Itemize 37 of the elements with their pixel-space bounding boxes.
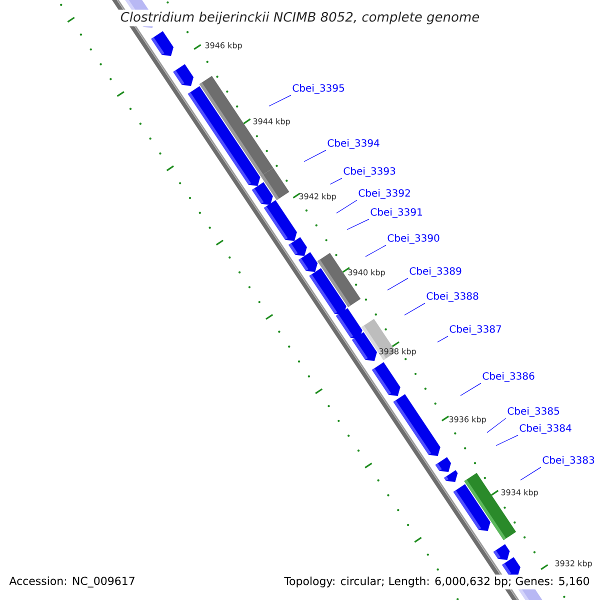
leader-line (365, 244, 386, 257)
leader-line (486, 418, 506, 433)
gene-label: Cbei_3389 (410, 267, 462, 277)
gene-label: Cbei_3395 (292, 84, 344, 94)
scale-label: 3946 kbp (205, 42, 242, 50)
gene-label: Cbei_3391 (370, 208, 422, 218)
gene-label: Cbei_3390 (388, 234, 440, 244)
genome-info-text: Topology: circular; Length: 6,000,632 bp; Genes: 5,160 (282, 574, 592, 590)
scale-label: 3940 kbp (348, 269, 385, 277)
gene-label: Cbei_3386 (482, 372, 534, 382)
leader-line (404, 302, 426, 316)
leader-line (387, 278, 408, 290)
scale-label: 3944 kbp (253, 118, 290, 126)
leader-line (336, 200, 358, 214)
gene-label: Cbei_3384 (520, 424, 572, 434)
gene-label: Cbei_3388 (426, 292, 478, 302)
leader-line (437, 336, 448, 342)
gene-label: Cbei_3383 (542, 456, 594, 466)
gene-label: Cbei_3394 (328, 139, 380, 149)
leader-line (496, 434, 518, 446)
leader-line (268, 94, 292, 106)
scale-label: 3936 kbp (449, 416, 486, 424)
gene-label: Cbei_3387 (450, 325, 502, 335)
accession-text: Accession: NC_009617 (9, 576, 134, 588)
leader-line (346, 218, 370, 230)
scale-label: 3942 kbp (299, 193, 336, 201)
scale-label: 3934 kbp (501, 489, 538, 497)
gene-label: Cbei_3393 (344, 167, 396, 177)
gene-label: Cbei_3392 (358, 189, 410, 199)
leader-line (304, 150, 326, 162)
title: Clostridium beijerinckii NCIMB 8052, complete genome (118, 10, 482, 26)
gene-label: Cbei_3385 (508, 407, 560, 417)
scale-label: 3938 kbp (379, 348, 416, 356)
leader-line (520, 466, 542, 480)
leader-line (460, 382, 482, 396)
scale-label: 3932 kbp (555, 560, 592, 568)
leader-line (330, 178, 342, 185)
